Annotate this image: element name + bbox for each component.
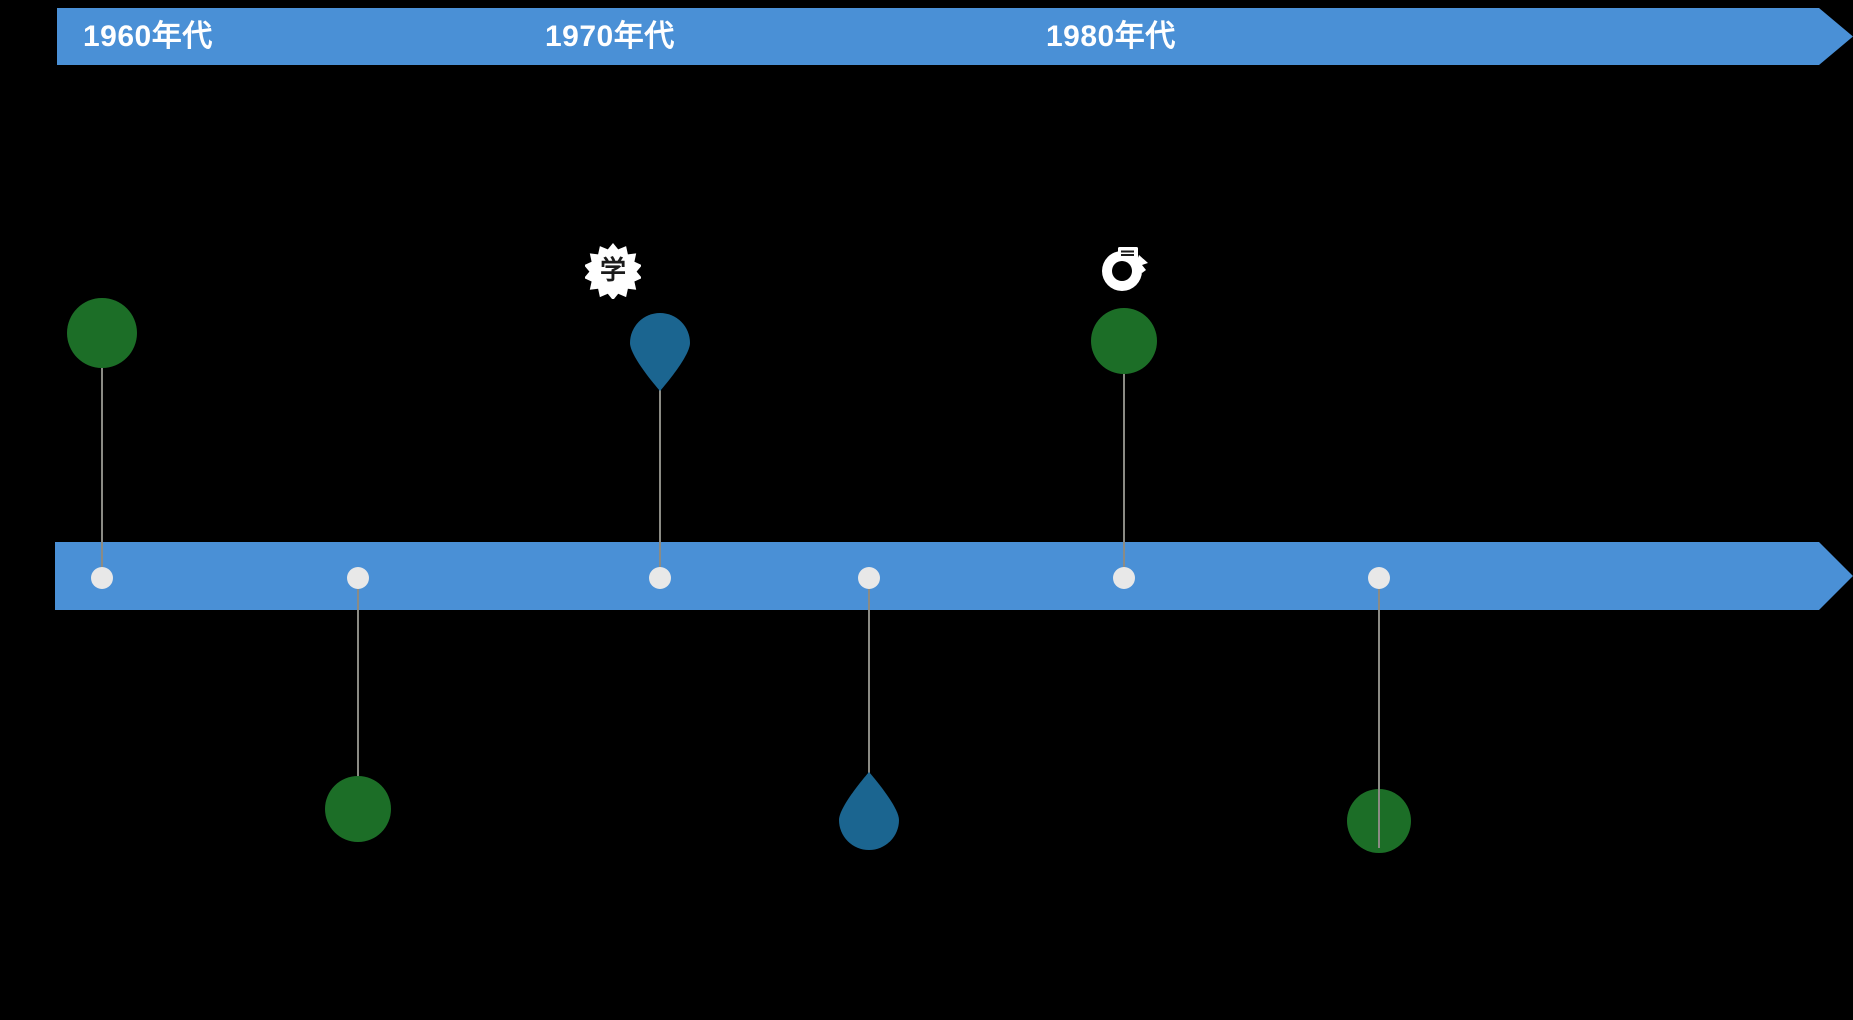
- marker-shape: [1091, 308, 1157, 374]
- timeline-bar-band: [55, 542, 1853, 610]
- stem-node-2: [357, 578, 359, 786]
- study-badge-icon: 学: [584, 243, 642, 301]
- node-dot-4[interactable]: [858, 567, 880, 589]
- stem-node-1: [101, 368, 103, 578]
- marker-shape: [839, 772, 899, 850]
- marker-shape: [630, 313, 690, 391]
- stem-node-4: [868, 578, 870, 778]
- decade-banner-band: [57, 8, 1853, 65]
- decade-label-1960: 1960年代: [83, 19, 213, 53]
- marker-shape: [67, 298, 137, 368]
- main-timeline-bar: [55, 542, 1853, 610]
- marker-blue-pin-3[interactable]: [622, 313, 698, 391]
- marker-green-circle-1[interactable]: [67, 298, 137, 368]
- decade-label-1970: 1970年代: [545, 19, 675, 53]
- decade-banner: 1960年代 1970年代 1980年代: [57, 8, 1853, 65]
- stem-node-3: [659, 388, 661, 578]
- marker-green-circle-5[interactable]: [1091, 308, 1157, 374]
- marker-shape: [325, 776, 391, 842]
- stem-node-6: [1378, 578, 1380, 848]
- node-dot-3[interactable]: [649, 567, 671, 589]
- study-badge-glyph: 学: [600, 255, 626, 286]
- node-dot-1[interactable]: [91, 567, 113, 589]
- stem-node-5: [1123, 374, 1125, 578]
- node-dot-5[interactable]: [1113, 567, 1135, 589]
- decade-label-1980: 1980年代: [1046, 19, 1176, 53]
- marker-green-circle-2[interactable]: [325, 776, 391, 842]
- node-dot-2[interactable]: [347, 567, 369, 589]
- marker-blue-teardrop-4[interactable]: [831, 770, 907, 850]
- ring-document-icon: [1096, 243, 1152, 299]
- node-dot-6[interactable]: [1368, 567, 1390, 589]
